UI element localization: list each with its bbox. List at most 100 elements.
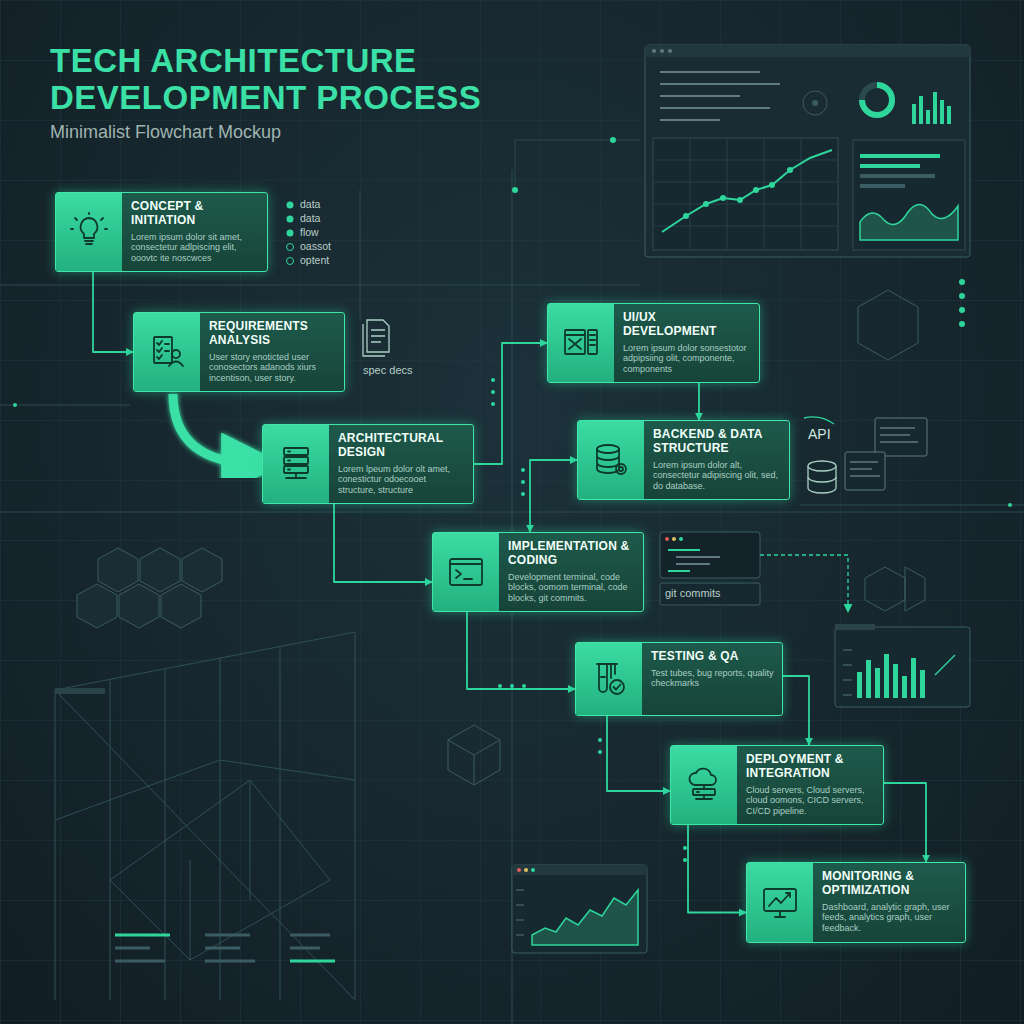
diagram-title: TECH ARCHITECTURE DEVELOPMENT PROCESS (50, 42, 520, 117)
icon-area (56, 193, 122, 271)
step-icon (684, 765, 724, 805)
step-heading: CONCEPT & INITIATION (131, 200, 259, 228)
dashboard-panel (645, 45, 970, 257)
decor-rect (911, 658, 916, 698)
decor-rect (919, 96, 923, 124)
decor-circle (1008, 503, 1012, 507)
text-area: ARCHITECTURAL DESIGNLorem lpeum dolor ol… (329, 425, 473, 503)
decor-line (290, 960, 335, 963)
decor-path (696, 785, 712, 799)
process-box: BACKEND & DATA STRUCTURELorem ipsum dolo… (577, 420, 790, 500)
decor-path (760, 555, 848, 612)
text-area: TESTING & QATest tubes, bug reports, qua… (642, 643, 782, 715)
decor-rect (845, 452, 885, 490)
decor-circle (491, 390, 495, 394)
decor-rect (660, 532, 760, 578)
line-chart-panel (512, 865, 647, 953)
decor-circle (522, 684, 526, 688)
text-area: BACKEND & DATA STRUCTURELorem ipsum dolo… (644, 421, 789, 499)
wireframe (55, 632, 355, 1000)
decor-line (668, 549, 700, 551)
step-icon (591, 440, 631, 480)
decor-line (115, 960, 165, 963)
decor-line (653, 204, 838, 205)
decor-g (860, 156, 940, 186)
subtitle: Minimalist Flowchart Mockup (50, 122, 281, 143)
decor-circle (737, 197, 743, 203)
decor-polygon (858, 290, 918, 360)
step-icon (147, 332, 187, 372)
step-heading: BACKEND & DATA STRUCTURE (653, 428, 781, 456)
decor-line (205, 947, 240, 950)
annotation-label: flow (300, 226, 319, 238)
step-description: Cloud servers, Cloud servers, cloud oomo… (746, 785, 875, 817)
process-box: TESTING & QATest tubes, bug reports, qua… (575, 642, 783, 716)
hexagons (77, 290, 925, 785)
decor-line (727, 138, 728, 250)
decor-circle (13, 403, 17, 407)
decor-g (660, 72, 780, 120)
icon-area (263, 425, 329, 503)
decor-rect (940, 100, 944, 124)
decor-circle (287, 230, 294, 237)
icon-area (433, 533, 499, 611)
decor-rect (902, 676, 907, 698)
decor-circle (521, 492, 525, 496)
annotation-label: oassot (300, 240, 331, 252)
flow-connector (467, 612, 575, 689)
decor-rect (645, 45, 970, 57)
decor-line (515, 140, 640, 141)
decor-path (532, 890, 638, 945)
step-description: Lorem ipsum dolor sonsestotor adpipsiing… (623, 343, 751, 375)
decor-line (860, 184, 905, 188)
decor-rect (835, 624, 875, 630)
decor-path (286, 452, 306, 479)
decor-path (71, 213, 107, 229)
step-heading: DEPLOYMENT & INTEGRATION (746, 753, 875, 781)
flow-connector (334, 504, 432, 582)
decor-line (935, 655, 955, 675)
decor-circle (616, 464, 626, 474)
decor-rect (154, 337, 172, 363)
decor-circle (510, 684, 514, 688)
decor-line (843, 679, 852, 681)
decor-line (843, 664, 852, 666)
decor-line (205, 934, 250, 937)
decor-line (516, 934, 524, 936)
decor-polygon (98, 548, 138, 592)
icon-area (671, 746, 737, 824)
decor-circle (491, 402, 495, 406)
decor-line (55, 690, 355, 1000)
decor-line (290, 934, 330, 937)
decor-path (367, 320, 389, 352)
text-area: CONCEPT & INITIATION Lorem ipsum dolor si… (122, 193, 267, 271)
decor-circle (531, 868, 535, 872)
decor-circle (683, 846, 687, 850)
decor-rect (853, 140, 965, 250)
step-description: Lorem ipsum dolor sit amet, consectetur … (131, 232, 259, 264)
decor-line (843, 649, 852, 651)
dots (13, 137, 1012, 862)
decor-rect (55, 688, 105, 694)
decor-circle (498, 684, 502, 688)
decor-circle (959, 293, 965, 299)
decor-circle (287, 216, 294, 223)
decor-path (371, 330, 385, 342)
decor-rect (645, 45, 970, 257)
decor-rect (875, 418, 927, 456)
decor-path (689, 769, 716, 785)
decor-line (516, 904, 524, 906)
bar-chart-panel (835, 624, 970, 707)
decor-circle (812, 100, 818, 106)
decor-rect (920, 670, 925, 698)
decor-rect (857, 672, 862, 698)
decor-line (850, 461, 878, 463)
step-description: Lorem lpeum dolor olt amet, conestictur … (338, 464, 465, 496)
step-heading: UI/UX DEVELOPMENT (623, 311, 751, 339)
step-icon (760, 883, 800, 923)
decor-circle (512, 187, 518, 193)
process-box: MONITORING & OPTIMIZATIONDashboard, anal… (746, 862, 966, 943)
decor-line (0, 405, 130, 406)
decor-line (676, 556, 720, 558)
